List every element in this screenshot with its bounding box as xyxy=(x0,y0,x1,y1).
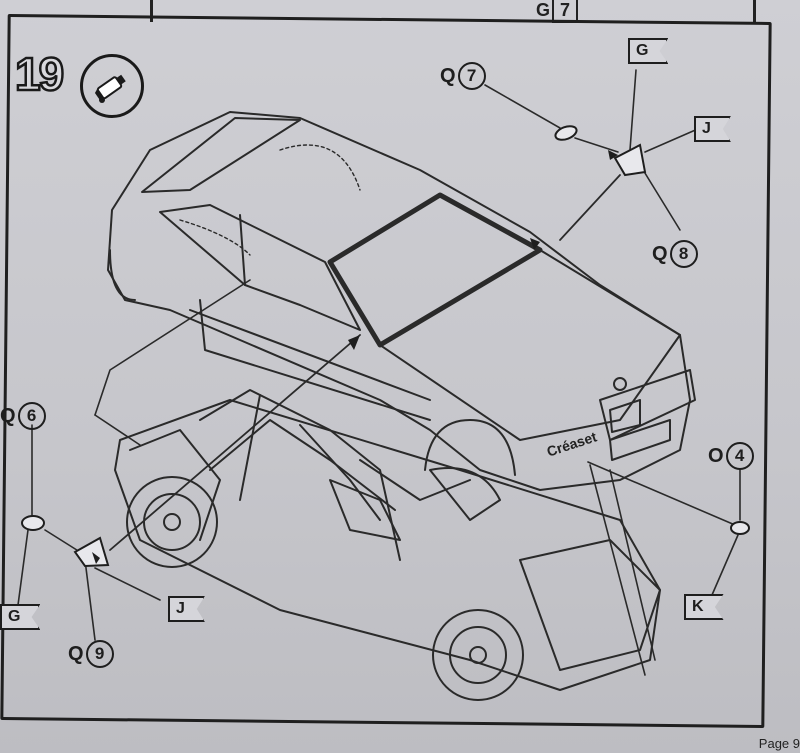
callout-q7-number: 7 xyxy=(457,62,486,90)
header-prefix: G xyxy=(536,0,551,20)
glue-tube-icon xyxy=(80,54,144,118)
mirror-q9 xyxy=(73,536,110,568)
mirror-q8 xyxy=(613,143,647,177)
callout-o4-letter: O xyxy=(708,444,724,467)
callout-q8-letter: Q xyxy=(652,242,668,265)
part-o4 xyxy=(730,521,750,535)
callout-q7-letter: Q xyxy=(440,64,456,87)
callout-q8-number: 8 xyxy=(669,240,698,268)
flag-g-left: G xyxy=(0,604,41,630)
page-number: Page 9 xyxy=(758,736,800,751)
car-body-outline xyxy=(107,111,691,491)
callout-q9-letter: Q xyxy=(68,642,84,665)
callout-q6-letter: Q xyxy=(0,404,16,427)
windshield xyxy=(327,192,543,348)
callout-q9-number: 9 xyxy=(85,640,114,668)
header-part-box: 7 xyxy=(552,0,579,23)
rear-window xyxy=(141,117,301,193)
callout-q6-number: 6 xyxy=(17,402,46,430)
step-number: 19 xyxy=(14,47,66,102)
side-windows xyxy=(159,204,361,331)
mirror-q7 xyxy=(554,125,578,141)
mirror-q6 xyxy=(21,515,45,531)
callout-o4-number: 4 xyxy=(725,442,754,470)
